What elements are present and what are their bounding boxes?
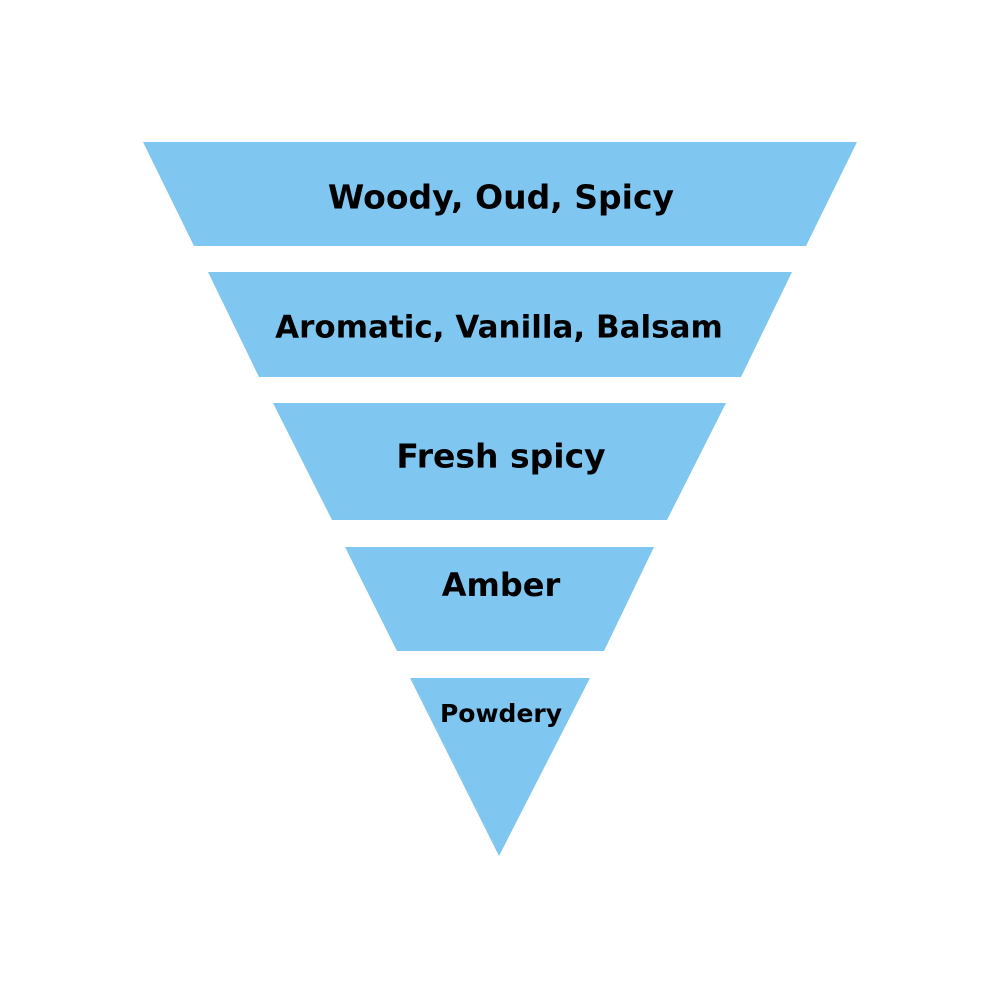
tier-1-shape: [143, 142, 857, 246]
tier-5-shape: [410, 678, 590, 856]
tier-2-shape: [208, 272, 792, 377]
tier-5: Powdery: [410, 678, 590, 856]
tier-3: Fresh spicy: [273, 403, 726, 520]
tier-4: Amber: [345, 547, 654, 651]
tier-4-label: Amber: [442, 566, 561, 604]
tier-3-shape: [273, 403, 726, 520]
tier-1: Woody, Oud, Spicy: [143, 142, 857, 246]
tier-4-shape: [345, 547, 654, 651]
tier-5-label: Powdery: [440, 699, 562, 728]
tier-2-label: Aromatic, Vanilla, Balsam: [275, 310, 723, 346]
tier-3-label: Fresh spicy: [396, 437, 605, 476]
tier-1-label: Woody, Oud, Spicy: [328, 178, 674, 217]
tier-2: Aromatic, Vanilla, Balsam: [208, 272, 792, 377]
